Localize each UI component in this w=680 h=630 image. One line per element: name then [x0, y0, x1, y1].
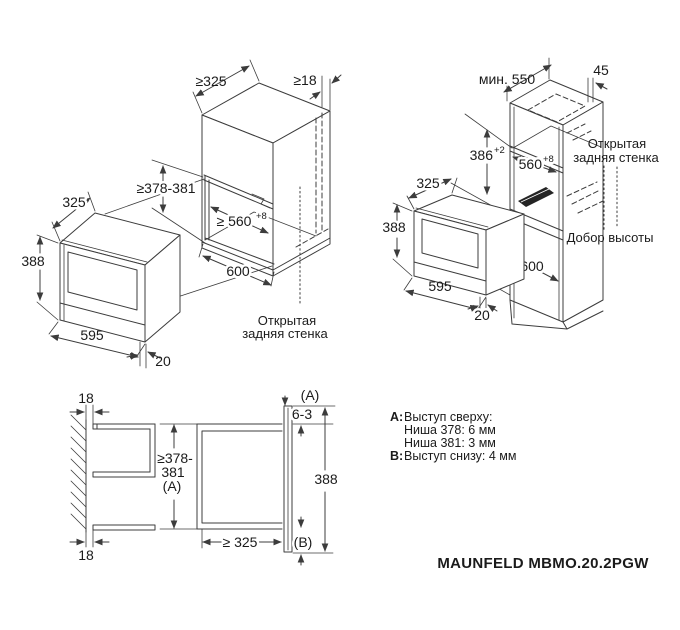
- microwave-door-glass: [67, 251, 138, 311]
- dim-column-niche-width-tolerance: +8: [543, 154, 554, 165]
- open-back-dashed-top: [527, 93, 586, 123]
- dim-column-niche-height: 386: [470, 147, 494, 163]
- note-b-prefix: B:: [390, 449, 403, 463]
- label-protrusion-a: (A): [301, 387, 320, 403]
- note-a-title: Выступ сверху:: [404, 410, 492, 424]
- height-spacer-bar: [518, 187, 554, 207]
- side-section-installed: ≥378- 381 (A) (A) 6-3 388 (B) ≥ 325: [157, 387, 338, 566]
- note-open-back-line2: задняя стенка: [242, 326, 328, 341]
- model-label: MAUNFELD MBMO.20.2PGW: [437, 555, 649, 572]
- microwave-front-face: [59, 242, 146, 343]
- dim-mw-width: 595: [428, 278, 452, 294]
- note-a-prefix: A:: [390, 410, 403, 424]
- note-a-line2: Ниша 381: 3 мм: [404, 436, 496, 450]
- dim-cabinet-depth: ≥325: [195, 73, 226, 89]
- dim-wall-gap-bottom: 18: [78, 547, 94, 563]
- dim-mw-door: 20: [474, 307, 490, 323]
- microwave-3d-right: 325 388 595 20: [380, 173, 525, 326]
- dim-mw-width: 595: [80, 327, 104, 343]
- dim-mw-depth: 325: [62, 194, 86, 210]
- side-section-wall: 18 18: [69, 390, 156, 563]
- open-back-dashed-lines: [295, 112, 329, 248]
- note-b-title: Выступ снизу: 4 мм: [404, 449, 516, 463]
- dim-cabinet-niche-height: ≥378-381: [136, 180, 195, 196]
- microwave-front-face: [413, 210, 487, 296]
- dim-cabinet-niche-width: ≥ 560: [217, 213, 252, 229]
- dim-mw-door: 20: [155, 353, 171, 369]
- wall-hatching: [70, 414, 87, 530]
- dim-cabinet-niche-width-tolerance: +8: [256, 211, 267, 222]
- dim-cabinet-width: 600: [226, 263, 250, 279]
- dim-top-gap: 6-3: [292, 406, 312, 422]
- dim-niche-height-line1: ≥378-: [157, 450, 193, 466]
- dim-column-lower-height: 600: [520, 258, 544, 274]
- dim-column-niche-width: 560: [519, 156, 543, 172]
- dim-wall-gap-top: 18: [78, 390, 94, 406]
- dim-column-top-panel: 45: [593, 62, 609, 78]
- dim-front-height: 388: [314, 471, 338, 487]
- dim-mw-height: 388: [21, 253, 45, 269]
- note-open-back-right-line2: задняя стенка: [573, 150, 659, 165]
- note-a-line1: Ниша 378: 6 мм: [404, 423, 496, 437]
- microwave-door-glass: [421, 218, 479, 269]
- dim-mw-depth: 325: [416, 175, 440, 191]
- dim-niche-depth: ≥ 325: [223, 534, 258, 550]
- dim-niche-height-line2: 381: [161, 464, 185, 480]
- protrusion-notes: A: Выступ сверху: Ниша 378: 6 мм Ниша 38…: [390, 410, 516, 463]
- note-height-spacer: Добор высоты: [567, 230, 654, 245]
- wall-cabinet-3d: ≥325 ≥18 ≥378-381 ≥ 560 +8 600 Открытая …: [104, 59, 342, 341]
- note-open-back-line1: Открытая: [258, 313, 316, 328]
- microwave-front-plate: [283, 405, 293, 553]
- dim-cabinet-side-panel: ≥18: [293, 72, 316, 88]
- open-back-dashed-side: [566, 123, 604, 214]
- dim-column-depth: мин. 550: [479, 71, 536, 87]
- label-protrusion-b: (B): [294, 534, 313, 550]
- note-open-back-right-line1: Открытая: [588, 136, 646, 151]
- leader-open-back-right: [603, 165, 618, 231]
- dim-column-niche-height-tolerance: +2: [494, 145, 505, 156]
- dim-mw-height: 388: [382, 219, 406, 235]
- microwave-3d-left: 325 388 595 20: [19, 192, 181, 369]
- dim-niche-height-line3: (A): [163, 478, 182, 494]
